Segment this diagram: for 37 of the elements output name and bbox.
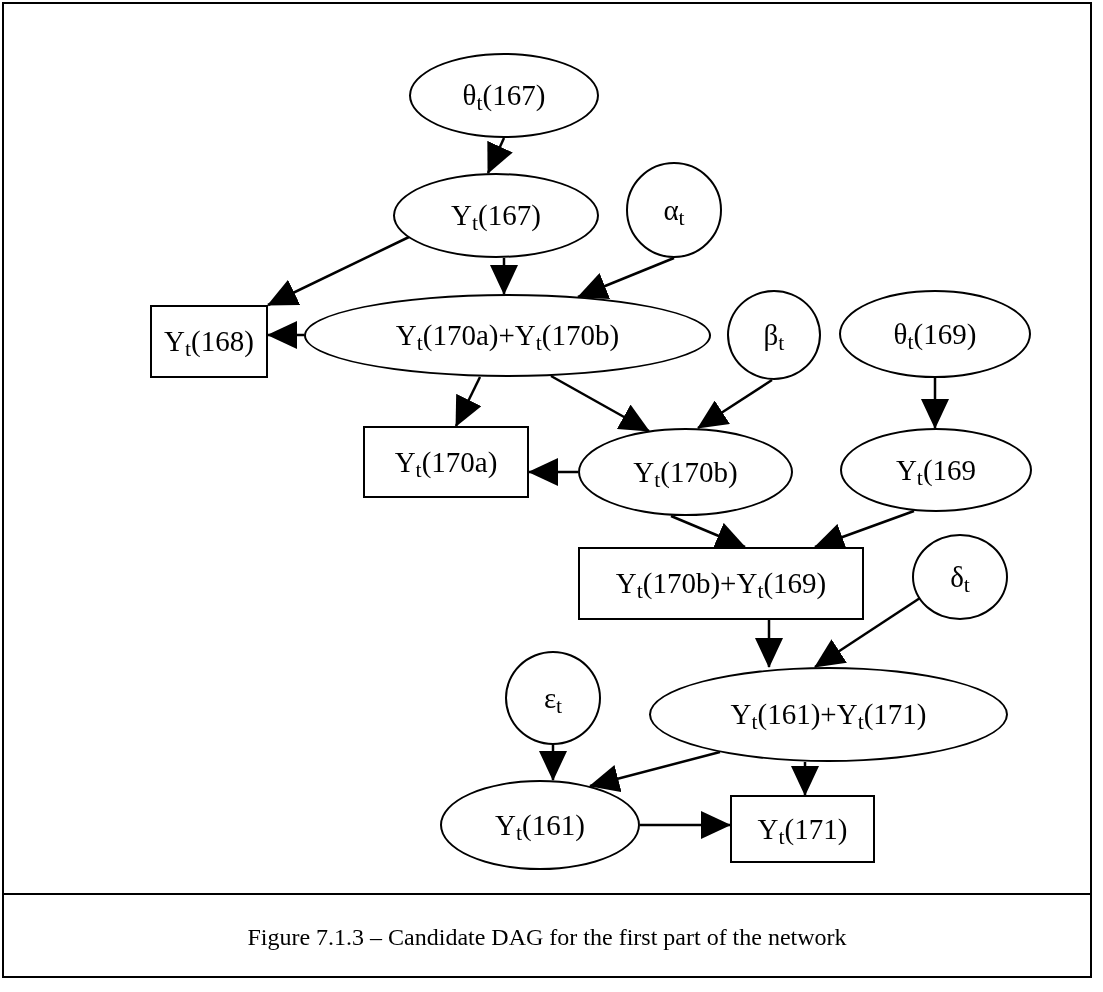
arrow <box>697 378 773 430</box>
node-label: Y$_{t}$(171) <box>757 814 848 844</box>
arrow <box>454 376 482 427</box>
arrow <box>267 235 410 307</box>
node-label: α$_{t}$ <box>663 195 685 225</box>
node-label: β$_{t}$ <box>763 320 785 350</box>
arrow <box>486 137 513 174</box>
caption: Figure 7.1.3 – Candidate DAG for the first part of the network <box>247 922 847 952</box>
node-label: ε$_{t}$ <box>543 683 563 713</box>
node-label: Y$_{t}$(167) <box>451 201 541 230</box>
node-label: Y$_{t}$(170a)+Y$_{t}$(170b) <box>395 321 620 350</box>
node-label: Y$_{t}$(170b) <box>633 457 738 487</box>
arrow <box>640 811 731 839</box>
node-label: Y$_{t}$(161) <box>495 810 585 840</box>
node-label: θ$_{t}$(169) <box>893 319 977 349</box>
node-label: Y$_{t}$(168) <box>164 327 254 356</box>
arrow <box>589 750 721 793</box>
arrow <box>577 256 675 300</box>
arrow <box>528 458 578 486</box>
rect-node <box>730 795 875 863</box>
arrow <box>490 258 518 295</box>
rect-node <box>363 426 529 498</box>
arrow <box>670 514 746 549</box>
arrow <box>921 378 949 429</box>
node-label: Y$_{t}$(170b)+Y$_{t}$(169) <box>615 569 827 598</box>
node-label: Y$_{t}$(170a) <box>394 447 498 477</box>
rect-node <box>150 305 268 378</box>
node-label: θ$_{t}$(167) <box>462 81 546 110</box>
arrow <box>755 620 783 668</box>
arrow <box>539 745 567 781</box>
arrow <box>267 321 304 349</box>
node-label: Y$_{t}$(169 <box>895 455 977 485</box>
node-label: δ$_{t}$ <box>950 562 970 592</box>
arrow <box>791 762 819 796</box>
node-label: Y$_{t}$(161)+Y$_{t}$(171) <box>730 700 927 729</box>
arrow <box>814 596 921 669</box>
rect-node <box>578 547 864 620</box>
